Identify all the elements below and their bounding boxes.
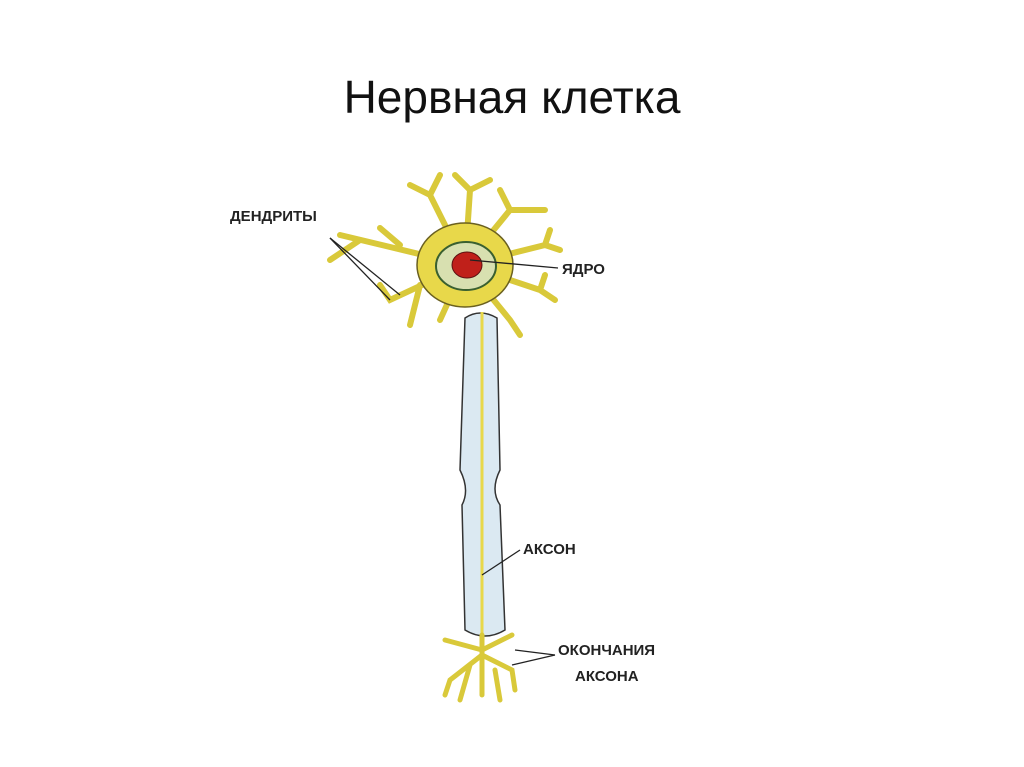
slide-title: Нервная клетка bbox=[343, 71, 681, 123]
label-axon-terminals-line2: АКСОНА bbox=[575, 668, 639, 685]
label-nucleus: ЯДРО bbox=[562, 261, 605, 278]
label-dendrites: ДЕНДРИТЫ bbox=[230, 208, 317, 225]
label-axon: АКСОН bbox=[523, 541, 576, 558]
nucleus bbox=[451, 251, 483, 279]
label-axon-terminals-line1: ОКОНЧАНИЯ bbox=[558, 642, 655, 659]
leader-lines bbox=[329, 237, 559, 666]
axon-terminals bbox=[442, 632, 518, 703]
